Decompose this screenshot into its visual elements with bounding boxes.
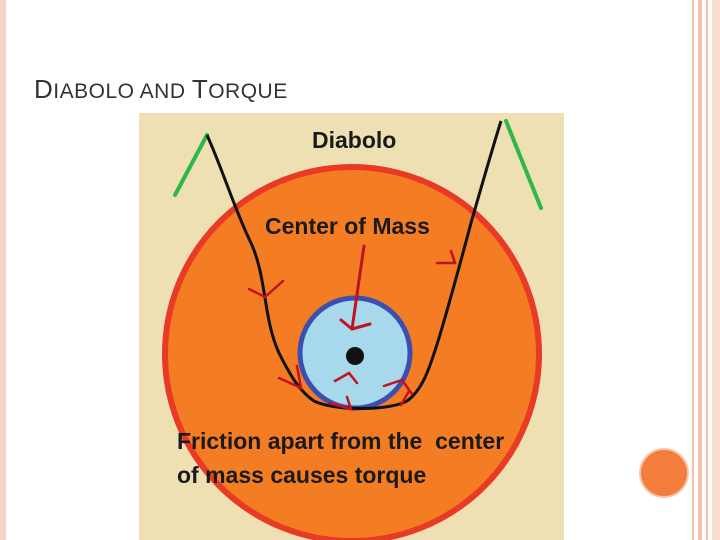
string	[205, 120, 503, 410]
friction-arrows	[247, 249, 457, 411]
center-of-mass-arrow	[339, 244, 372, 331]
right-rail-4	[712, 0, 720, 540]
diagram-svg	[162, 119, 543, 540]
slide-title: Diabolo and Torque	[34, 74, 288, 104]
left-stick	[173, 133, 209, 197]
center-of-mass-dot	[346, 347, 364, 365]
right-stick	[504, 119, 543, 210]
decorative-orange-dot	[641, 450, 687, 496]
friction-caption-line2: of mass causes torque	[177, 462, 427, 488]
center-of-mass-label: Center of Mass	[265, 213, 430, 239]
right-rail-1	[692, 0, 694, 540]
friction-caption-line1: Friction apart from the center	[177, 428, 505, 454]
right-rail-3	[706, 0, 708, 540]
left-border	[0, 0, 22, 540]
friction-caption: Friction apart from the center of mass c…	[177, 424, 577, 492]
diabolo-diagram: Diabolo Center of Mass Friction apart fr…	[139, 113, 564, 540]
diagram-title: Diabolo	[312, 127, 397, 153]
right-rail-2	[698, 0, 702, 540]
